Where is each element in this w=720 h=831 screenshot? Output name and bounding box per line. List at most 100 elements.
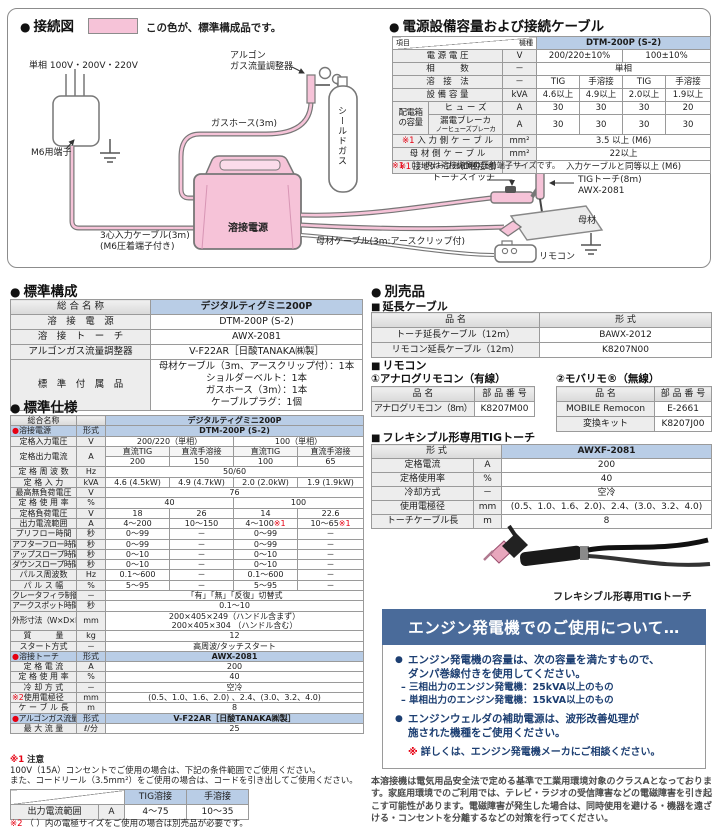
connection-title: ●接続図 xyxy=(20,19,74,35)
table-cell: 0～99 xyxy=(233,538,298,550)
engine-b2-line1: エンジンウェルダの補助電源は、波形改善処理が xyxy=(408,713,639,725)
label-remote: リモコン xyxy=(539,252,576,262)
table-cell: A xyxy=(76,661,106,673)
table-cell: A xyxy=(76,517,106,530)
table-cell: 定格電流 xyxy=(371,458,474,473)
table-cell: － xyxy=(169,548,234,561)
engine-box-title: エンジン発電機でのご使用について… xyxy=(382,609,706,645)
table-cell: 漏電ブレーカノーヒューズブレーカ xyxy=(428,114,503,135)
table-cell: 18 xyxy=(105,507,170,519)
bullet-icon: ● xyxy=(389,20,400,34)
table-cell: 単相 xyxy=(536,62,712,76)
table-cell: パ ル ス 幅 xyxy=(10,579,77,592)
label-base-cable: 母材ケーブル(3m:アースクリップ付) xyxy=(316,237,466,247)
table-cell: アルゴンガス流量調整器 xyxy=(10,344,151,360)
connection-diagram-box: ●接続図 この色が、標準構成品です。 単相 100V・200V・220V M6用… xyxy=(7,8,712,268)
table-cell: － xyxy=(473,486,502,501)
table-cell: アークスポット時間 xyxy=(10,600,77,612)
table-cell: 形 式 xyxy=(539,312,712,328)
table-cell: － xyxy=(296,569,365,581)
table-cell: 変換キット xyxy=(556,416,655,432)
table-cell: 手溶接 xyxy=(665,75,712,89)
bullet-icon: ● xyxy=(371,285,382,299)
table-cell: K8207J00 xyxy=(654,416,712,432)
table-cell: － xyxy=(169,559,234,571)
table-cell: 定 格 使 用 率 xyxy=(10,671,77,683)
table-cell: ℓ/分 xyxy=(76,722,106,735)
table-cell: 10～150 xyxy=(169,517,234,530)
table-cell: E-2661 xyxy=(654,401,712,417)
gas-hose xyxy=(179,100,313,200)
table-cell: 0～10 xyxy=(233,559,298,571)
table-cell: 0～99 xyxy=(105,528,170,540)
spec-note1-line2: また、コードリール（3.5mm²）をご使用の場合は、コードを引き出してご使用くだ… xyxy=(10,776,358,786)
table-cell: 14 xyxy=(233,507,298,519)
table-cell: A xyxy=(98,804,125,820)
table-cell: 5～95 xyxy=(105,579,170,592)
table-cell: 出力電流範囲 xyxy=(10,804,99,820)
bullet-icon: ● xyxy=(10,285,21,299)
table-cell: A xyxy=(76,445,106,468)
spec-note1-head: ※1 注意 xyxy=(10,755,45,765)
table-cell: 定格出力電流 xyxy=(10,445,77,468)
table-cell: mm xyxy=(76,692,106,704)
bullet-icon: ● xyxy=(395,714,403,724)
table-cell: MOBILE Remocon xyxy=(556,401,655,417)
engine-box-body: ●エンジン発電機の容量は、次の容量を満たすもので、 ダンパ巻線付きを使用してくだ… xyxy=(382,645,706,769)
table-cell: 150 xyxy=(169,456,234,468)
table-cell: AWX-2081 xyxy=(150,329,363,345)
label-shield-gas: シールドガス xyxy=(336,106,346,166)
table-cell: アフターフロー時間 xyxy=(10,538,77,550)
table-cell: トーチケーブル長 xyxy=(371,514,474,529)
table-cell: V-F22AR［日酸TANAKA㈱製］ xyxy=(104,712,365,724)
table-cell: TIG xyxy=(622,75,667,89)
table-cell: 1.9 (1.9kW) xyxy=(296,476,365,489)
table-cell: 30 xyxy=(579,114,624,135)
table-cell: － xyxy=(296,548,365,561)
tig-torch-icon xyxy=(490,166,545,213)
table-cell: 76 xyxy=(104,487,365,499)
table-cell: プリフロー時間 xyxy=(10,528,77,540)
table-cell: 200 xyxy=(104,661,365,673)
table-cell: mm² xyxy=(501,134,538,148)
table-cell: TIG xyxy=(536,75,581,89)
label-base-metal: 母材 xyxy=(578,216,597,226)
table-cell: 出力電流範囲 xyxy=(10,517,77,530)
table-cell: 秒 xyxy=(76,600,106,612)
table-cell: 4.9 (4.7kW) xyxy=(169,476,234,489)
ext-cable-title: ■延長ケーブル xyxy=(371,300,448,313)
table-cell: K8207M00 xyxy=(474,401,535,417)
table-cell: 200/220（単相） xyxy=(105,435,234,447)
analog-remote-table: 品 名部 品 番 号アナログリモコン（8m）K8207M00 xyxy=(371,386,535,417)
bullet-icon: ● xyxy=(395,655,403,665)
earth-clamp-icon xyxy=(498,220,523,237)
table-cell: V xyxy=(76,435,106,447)
table-cell: 0～10 xyxy=(105,548,170,561)
engine-note: ※詳しくは、エンジン発電機メーカにご相談ください。 xyxy=(408,747,661,758)
table-cell: 空冷 xyxy=(501,486,712,501)
table-cell: 12 xyxy=(104,630,365,642)
table-cell: 形式 xyxy=(76,425,106,437)
table-cell: 配電箱の容量 xyxy=(392,101,429,135)
table-cell: 30 xyxy=(579,101,624,115)
square-icon: ■ xyxy=(371,302,381,313)
table-cell: 40 xyxy=(105,497,234,509)
table-cell: 直流手溶接 xyxy=(169,445,234,458)
table-cell: 26 xyxy=(169,507,234,519)
ground-symbol-right xyxy=(581,233,601,255)
options-title: ●別売品 xyxy=(371,284,425,300)
table-cell: 0～10 xyxy=(233,548,298,561)
table-cell: ※2使用電極径 xyxy=(10,692,77,704)
connection-diagram xyxy=(52,66,604,263)
label-torch-switch: トーチスイッチ xyxy=(432,173,496,183)
label-tig-torch: TIGトーチ(8m) AWX-2081 xyxy=(578,175,642,196)
table-cell: TIG溶接 xyxy=(124,789,187,805)
table-cell: － xyxy=(169,569,234,581)
table-cell: 30 xyxy=(665,114,712,135)
table-cell: 手溶接 xyxy=(186,789,249,805)
table-cell: 形 式 xyxy=(371,444,502,459)
table-cell: クレータフィラ制御 xyxy=(10,590,77,602)
table-cell: － xyxy=(169,538,234,550)
